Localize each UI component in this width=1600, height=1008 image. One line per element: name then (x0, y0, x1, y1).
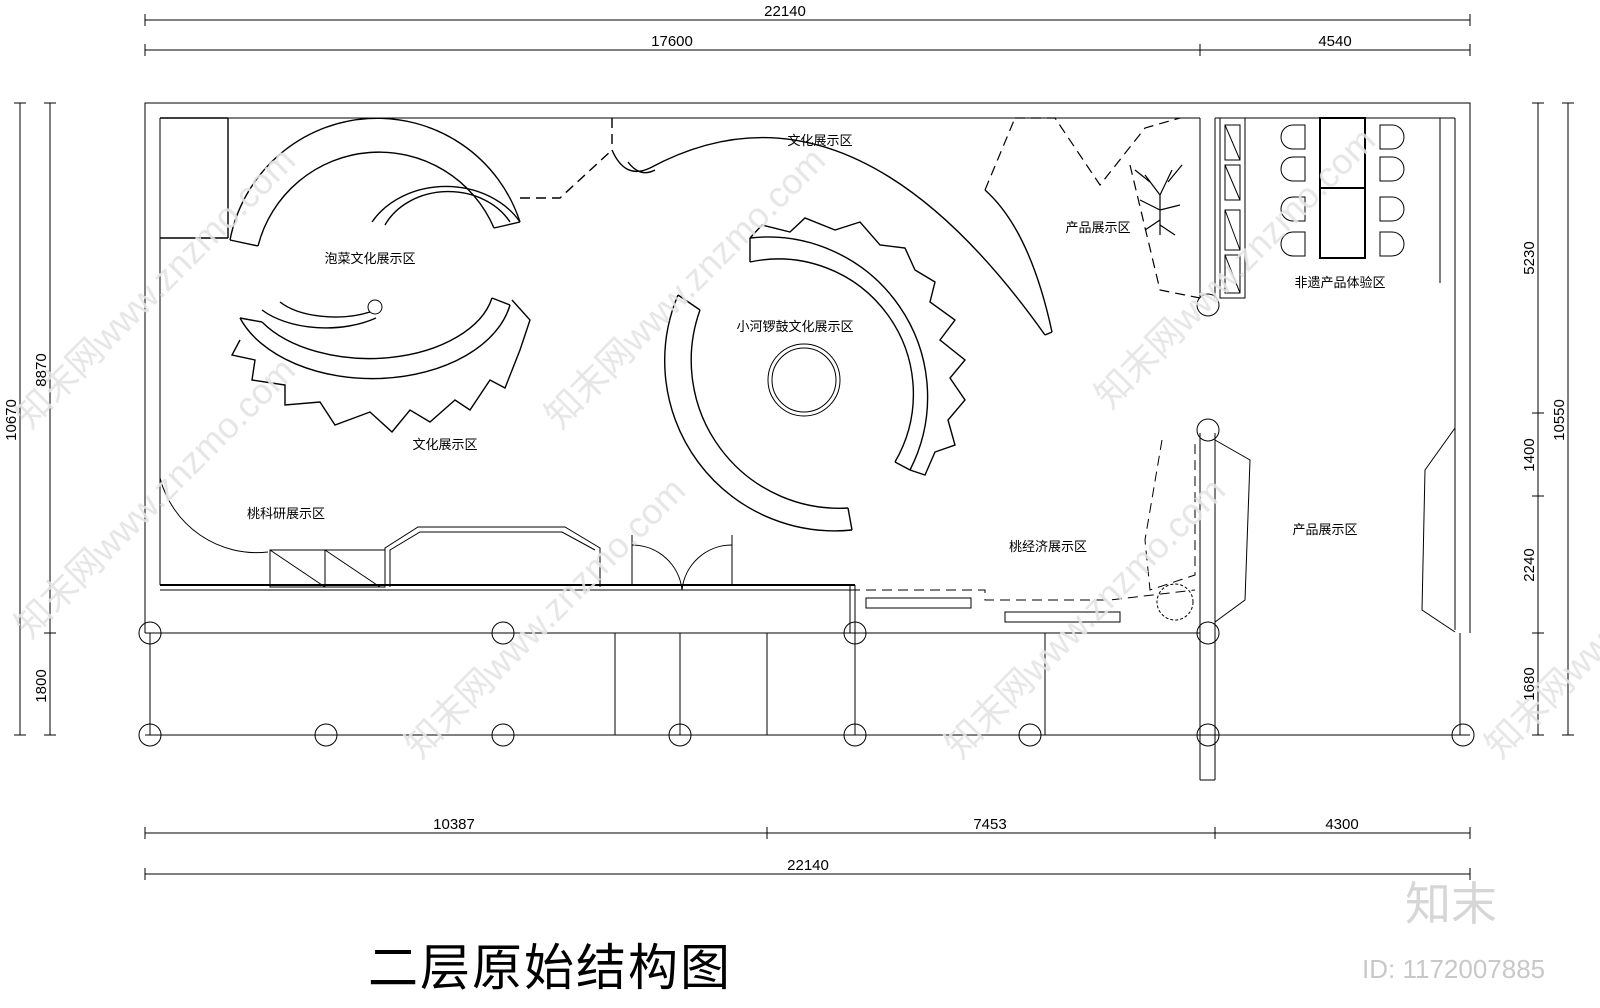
watermark-logo: 知末 (1405, 877, 1497, 931)
dim-top-right: 4540 (1318, 33, 1351, 50)
watermark-diagonal-2: 知末网www.znzmo.com (537, 139, 833, 435)
dim-right-d: 1680 (1521, 667, 1538, 700)
dim-bottom-c: 4300 (1325, 816, 1358, 833)
zone-culture-left: 文化展示区 (412, 438, 477, 453)
zone-product-top: 产品展示区 (1065, 221, 1130, 236)
drum-arcs (664, 217, 966, 532)
tree-sketch-bottom (1156, 583, 1194, 621)
dim-bottom-total: 22140 (787, 857, 829, 874)
zone-peach-economy: 桃经济展示区 (1009, 540, 1087, 555)
dim-right-total: 10550 (1551, 399, 1568, 441)
top-dimension-lines (144, 14, 1471, 56)
left-dimension-lines (14, 102, 56, 736)
zone-heritage: 非遗产品体验区 (1294, 275, 1385, 291)
zone-peach-research: 桃科研展示区 (247, 507, 325, 522)
economy-partition (854, 427, 1456, 633)
zone-paocai: 泡菜文化展示区 (324, 252, 415, 267)
dim-right-b: 1400 (1521, 438, 1538, 471)
dim-right-a: 5230 (1521, 241, 1538, 274)
watermark-diagonal-6: 知末网www.znzmo.com (937, 469, 1233, 765)
dim-right-c: 2240 (1521, 548, 1538, 581)
tree-sketch-top (1134, 164, 1183, 236)
zone-culture-top: 文化展示区 (787, 134, 852, 149)
watermark-diagonal-5: 知末网www.znzmo.com (397, 469, 693, 765)
stairs (766, 632, 1201, 736)
product-top-partition (984, 117, 1201, 299)
watermark-id: ID: 1172007885 (1362, 954, 1546, 984)
right-dimension-lines (1532, 102, 1574, 736)
bottom-dimension-lines (144, 827, 1471, 880)
top-culture-wall (520, 118, 1053, 336)
dim-left-lower: 1800 (33, 669, 50, 702)
drum-center-ring-outer (767, 343, 841, 417)
zone-product-right: 产品展示区 (1292, 523, 1357, 538)
dim-left-outer: 10670 (3, 399, 20, 441)
left-culture-post (367, 299, 383, 315)
watermark-diagonal-3: 知末网www.znzmo.com (1087, 119, 1383, 415)
dim-left-inner: 8870 (33, 353, 50, 386)
dim-top-total: 22140 (764, 3, 806, 20)
dim-top-left: 17600 (651, 33, 693, 50)
dim-bottom-b: 7453 (973, 816, 1006, 833)
paocai-arcs (160, 117, 521, 247)
drum-center-ring-inner (771, 347, 837, 413)
research-showcases (159, 477, 733, 591)
columns (138, 293, 1475, 747)
dim-bottom-a: 10387 (433, 816, 475, 833)
corridor-rail (160, 584, 856, 633)
heritage-furniture (1219, 117, 1456, 299)
zone-gong-drum: 小河锣鼓文化展示区 (736, 320, 853, 335)
left-culture-arcs (230, 297, 531, 434)
drawing-title: 二层原始结构图 (368, 939, 732, 997)
diagonal-watermarks: 知末网www.znzmo.com 知末网www.znzmo.com 知末网www… (7, 119, 1600, 765)
